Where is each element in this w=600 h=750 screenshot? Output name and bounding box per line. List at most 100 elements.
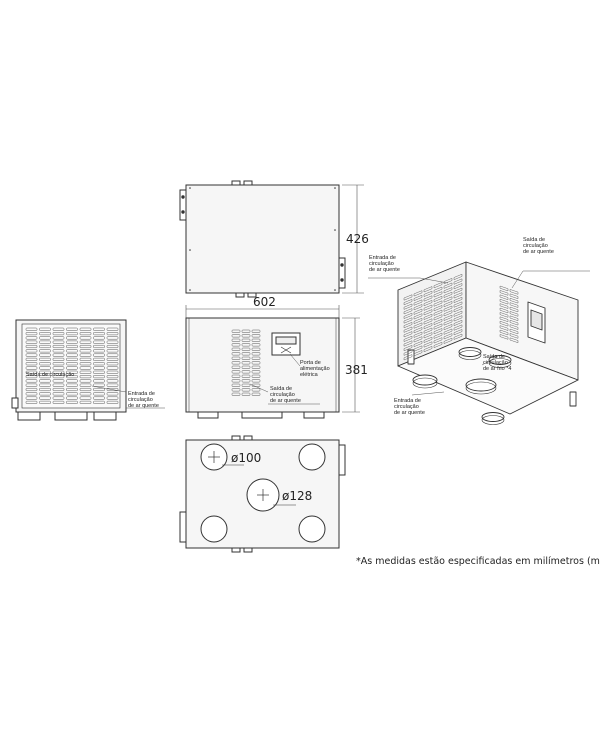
front-inlet-label-1: Entrada de: [128, 391, 155, 397]
power-port-label-1: Porta de: [300, 360, 321, 366]
grille-slot: [66, 396, 78, 400]
grille-slot: [423, 286, 433, 293]
grille-slot: [25, 366, 38, 370]
iso-inlet-upper-label-1: Entrada de: [369, 255, 396, 261]
grille-slot: [106, 327, 119, 331]
grille-slot: [251, 356, 261, 360]
grille-slot: [403, 317, 413, 324]
grille-slot: [433, 332, 443, 339]
grille-slot: [79, 370, 92, 374]
grille-slot: [106, 396, 119, 400]
grille-slot: [443, 287, 453, 294]
grille-slot: [39, 336, 51, 340]
grille-slot: [403, 335, 413, 342]
grille-slot: [66, 383, 78, 387]
large-duct-diameter: ø128: [282, 489, 312, 503]
grille-slot: [79, 387, 92, 392]
grille-slot: [433, 282, 443, 289]
grille-slot: [443, 319, 453, 326]
grille-slot: [25, 379, 38, 383]
grille-slot: [231, 343, 241, 347]
grille-slot: [453, 333, 463, 340]
grille-slot: [231, 365, 241, 369]
grille-slot: [25, 357, 38, 361]
grille-slot: [251, 361, 261, 365]
grille-slot: [499, 298, 509, 305]
grille-slot: [79, 392, 92, 396]
grille-slot: [79, 383, 92, 387]
grille-slot: [52, 387, 65, 392]
grille-slot: [453, 287, 463, 294]
grille-slot: [413, 345, 423, 352]
power-port-callout: Porta de alimentação elétrica: [289, 353, 330, 378]
grille-slot: [443, 310, 453, 317]
grille-slot: [52, 366, 65, 370]
grille-slot: [93, 392, 105, 396]
side-outlet-callout: Saída de circulação de ar quente: [249, 383, 320, 405]
grille-slot: [231, 370, 241, 374]
grille-slot: [403, 345, 413, 352]
grille-slot: [241, 392, 251, 396]
isometric-view: [397, 261, 579, 425]
grille-slot: [423, 304, 433, 311]
grille-slot: [499, 307, 509, 314]
grille-slot: [52, 340, 65, 344]
grille-slot: [39, 396, 51, 400]
grille-slot: [251, 379, 261, 383]
grille-slot: [93, 383, 105, 387]
grille-slot: [93, 353, 105, 357]
grille-slot: [39, 332, 51, 336]
grille-slot: [509, 293, 519, 299]
grille-slot: [25, 332, 38, 336]
grille-slot: [499, 320, 509, 327]
grille-slot: [241, 334, 251, 338]
grille-slot: [66, 344, 78, 349]
grille-slot: [241, 365, 251, 369]
iso-cold-outlet-label-3: de ar frio *4: [483, 366, 511, 372]
side-view: [11, 319, 127, 421]
grille-slot: [93, 344, 105, 349]
grille-slot: [52, 396, 65, 400]
grille-slot: [241, 374, 251, 378]
grille-slot: [433, 300, 443, 307]
grille-slot: [231, 352, 241, 356]
grille-slot: [25, 353, 38, 357]
grille-slot: [413, 304, 423, 311]
grille-slot: [25, 370, 38, 374]
grille-slot: [443, 278, 453, 285]
grille-slot: [423, 313, 433, 320]
side-grille: [25, 327, 119, 404]
grille-slot: [241, 352, 251, 356]
grille-slot: [231, 356, 241, 360]
duct-port-small: [298, 443, 326, 471]
grille-slot: [25, 387, 38, 392]
grille-slot: [25, 349, 38, 353]
grille-slot: [403, 331, 413, 338]
grille-slot: [443, 337, 453, 344]
grille-slot: [433, 295, 443, 302]
grille-slot: [433, 318, 443, 325]
grille-slot: [106, 392, 119, 396]
grille-slot: [66, 366, 78, 370]
grille-slot: [413, 294, 423, 301]
grille-slot: [251, 392, 261, 396]
grille-slot: [93, 362, 105, 366]
grille-slot: [251, 374, 261, 378]
grille-slot: [93, 340, 105, 344]
duct-port-small: [200, 515, 228, 543]
grille-slot: [231, 392, 241, 396]
grille-slot: [93, 336, 105, 340]
grille-slot: [52, 357, 65, 361]
grille-slot: [403, 294, 413, 301]
grille-slot: [25, 396, 38, 400]
grille-slot: [443, 296, 453, 303]
bottom-view: [179, 435, 346, 553]
grille-slot: [453, 273, 463, 280]
grille-slot: [423, 309, 433, 316]
grille-slot: [509, 289, 519, 295]
grille-slot: [423, 327, 433, 334]
grille-slot: [433, 286, 443, 293]
grille-slot: [499, 285, 509, 292]
grille-slot: [66, 379, 78, 383]
grille-slot: [241, 329, 251, 333]
